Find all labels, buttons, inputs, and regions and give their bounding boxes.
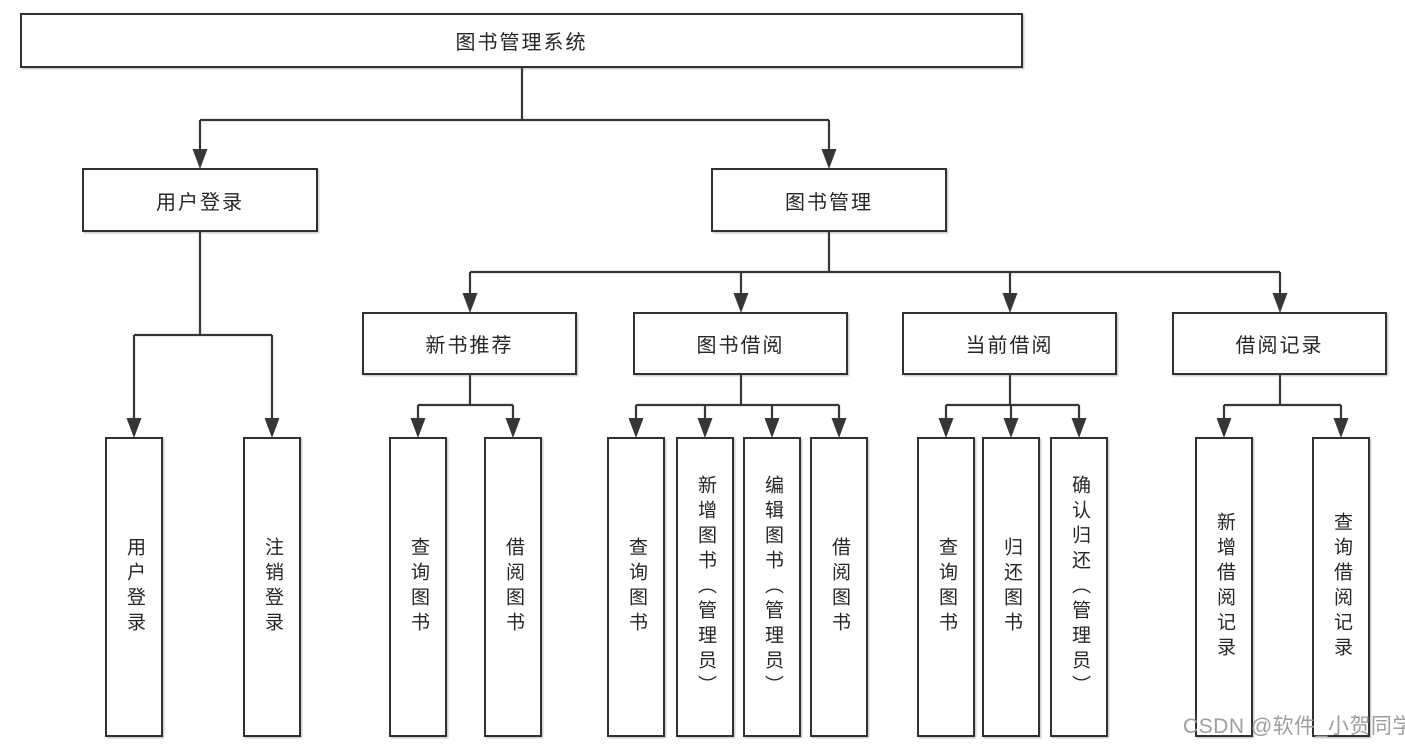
node-book-borrow: 图书借阅 xyxy=(633,312,848,375)
node-user-login: 用户登录 xyxy=(82,168,318,232)
leaf-label: 查询图书 xyxy=(625,537,647,637)
node-root: 图书管理系统 xyxy=(20,13,1023,68)
leaf-add-book-admin: 新增图书（管理员） xyxy=(676,437,734,737)
leaf-label: 借阅图书 xyxy=(828,537,850,637)
csdn-watermark: CSDN @软件_小贺同学 xyxy=(1183,715,1405,738)
leaf-label: 用户登录 xyxy=(123,537,145,637)
leaf-label: 编辑图书（管理员） xyxy=(761,474,783,700)
leaf-query-books-current: 查询图书 xyxy=(917,437,975,737)
leaf-label: 借阅图书 xyxy=(502,537,524,637)
leaf-user-login: 用户登录 xyxy=(105,437,163,737)
leaf-borrow-books: 借阅图书 xyxy=(810,437,868,737)
leaf-query-books-recommend: 查询图书 xyxy=(389,437,447,737)
leaf-label: 查询图书 xyxy=(935,537,957,637)
leaf-add-borrow-record: 新增借阅记录 xyxy=(1195,437,1253,737)
leaf-edit-book-admin: 编辑图书（管理员） xyxy=(743,437,801,737)
leaf-label: 查询借阅记录 xyxy=(1330,512,1352,662)
leaf-label: 归还图书 xyxy=(1000,537,1022,637)
leaf-label: 确认归还（管理员） xyxy=(1068,474,1090,700)
node-current-borrow: 当前借阅 xyxy=(902,312,1117,375)
leaf-confirm-return-admin: 确认归还（管理员） xyxy=(1050,437,1108,737)
leaf-logout: 注销登录 xyxy=(243,437,301,737)
leaf-return-book: 归还图书 xyxy=(982,437,1040,737)
leaf-label: 新增借阅记录 xyxy=(1213,512,1235,662)
leaf-label: 新增图书（管理员） xyxy=(694,474,716,700)
leaf-label: 注销登录 xyxy=(261,537,283,637)
node-book-management: 图书管理 xyxy=(711,168,947,232)
leaf-query-borrow-record: 查询借阅记录 xyxy=(1312,437,1370,737)
node-borrow-records: 借阅记录 xyxy=(1172,312,1387,375)
leaf-borrow-books-recommend: 借阅图书 xyxy=(484,437,542,737)
leaf-query-books-borrow: 查询图书 xyxy=(607,437,665,737)
node-new-book-recommend: 新书推荐 xyxy=(362,312,577,375)
leaf-label: 查询图书 xyxy=(407,537,429,637)
